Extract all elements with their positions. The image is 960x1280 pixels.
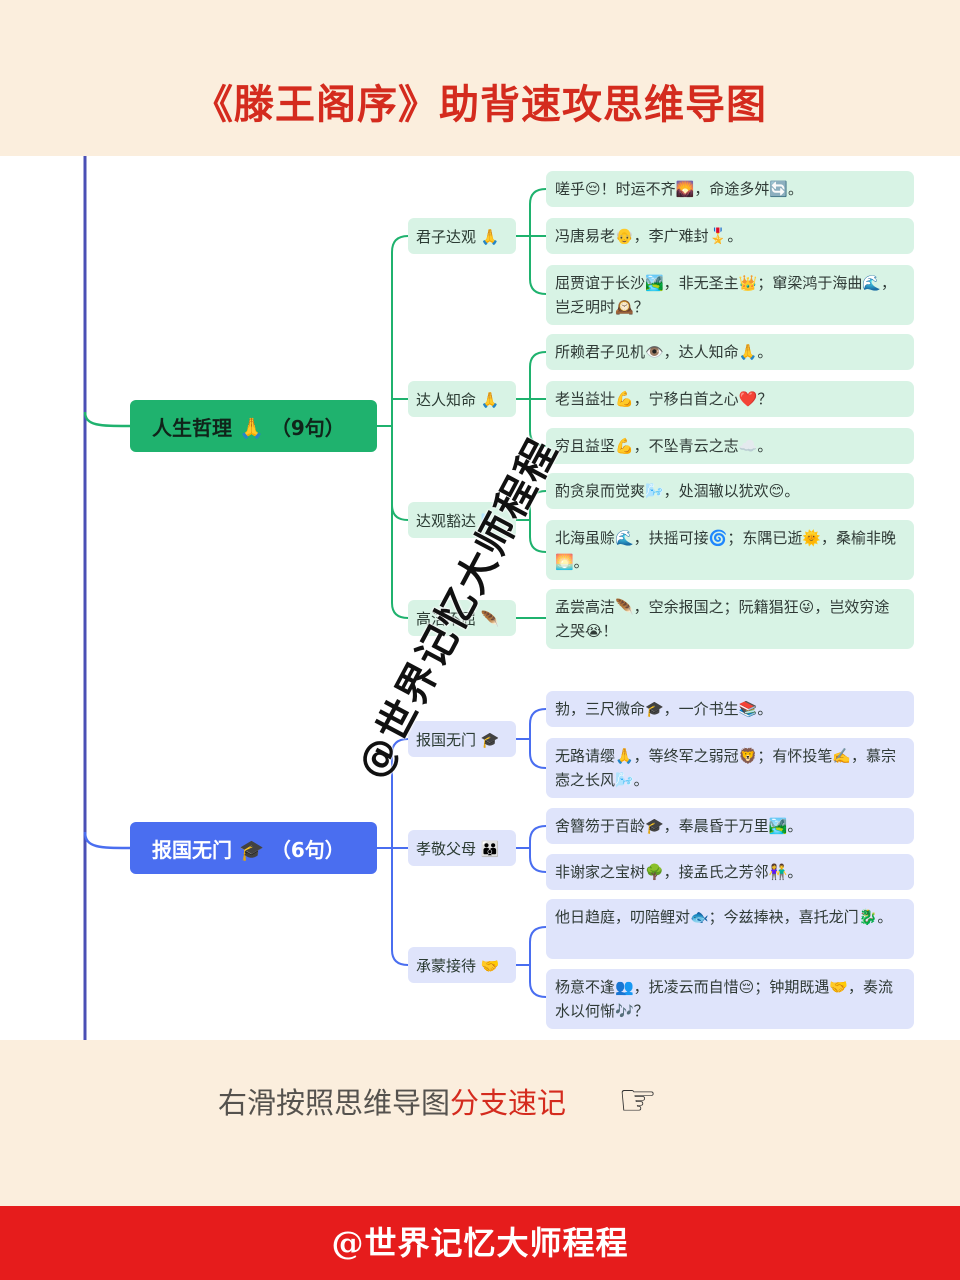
branch-life-philosophy[interactable]: 人生哲理 🙏 （9句） <box>130 400 377 452</box>
leaf-item[interactable]: 老当益壮💪，宁移白首之心❤️？ <box>546 381 914 417</box>
pointing-hand-icon: ☞ <box>618 1075 658 1126</box>
leaf-item[interactable]: 勃，三尺微命🎓，一介书生📚。 <box>546 691 914 727</box>
leaf-item[interactable]: 孟尝高洁🪶，空余报国之；阮籍猖狂😜，岂效穷途之哭😭！ <box>546 589 914 649</box>
mind-map-canvas: 人生哲理 🙏 （9句） 报国无门 🎓 （6句） 君子达观 🙏 达人知命 🙏 达观… <box>0 156 960 1040</box>
branch-no-way-to-serve[interactable]: 报国无门 🎓 （6句） <box>130 822 377 874</box>
leaf-item[interactable]: 他日趋庭，叨陪鲤对🐟；今兹捧袂，喜托龙门🐉。 <box>546 899 914 959</box>
leaf-item[interactable]: 北海虽赊🌊，扶摇可接🌀；东隅已逝🌞，桑榆非晚🌅。 <box>546 520 914 580</box>
leaf-item[interactable]: 穷且益坚💪，不坠青云之志☁️。 <box>546 428 914 464</box>
leaf-item[interactable]: 酌贪泉而觉爽🌬️，处涸辙以犹欢😊。 <box>546 473 914 509</box>
sub-node-baoguo-wumen[interactable]: 报国无门 🎓 <box>408 721 516 757</box>
sub-node-chengmeng-jiedai[interactable]: 承蒙接待 🤝 <box>408 947 516 983</box>
sub-node-gaojie-buqu[interactable]: 高洁不屈 🪶 <box>408 600 516 636</box>
sub-node-daren-zhiming[interactable]: 达人知命 🙏 <box>408 381 516 417</box>
leaf-item[interactable]: 嗟乎😔！时运不齐🌄，命途多舛🔄。 <box>546 171 914 207</box>
footer-banner: @世界记忆大师程程 <box>0 1206 960 1280</box>
sub-node-junzi-daguan[interactable]: 君子达观 🙏 <box>408 218 516 254</box>
header: 《滕王阁序》助背速攻思维导图 <box>0 0 960 156</box>
leaf-item[interactable]: 冯唐易老👴，李广难封🎖️。 <box>546 218 914 254</box>
sub-node-daguan-huoda[interactable]: 达观豁达 🌬️ <box>408 502 516 538</box>
leaf-item[interactable]: 杨意不逢👥，抚凌云而自惜😔；钟期既遇🤝，奏流水以何惭🎶？ <box>546 969 914 1029</box>
hint-text: 右滑按照思维导图 <box>218 1086 451 1120</box>
leaf-item[interactable]: 舍簪笏于百龄🎓，奉晨昏于万里🏞️。 <box>546 808 914 844</box>
leaf-item[interactable]: 所赖君子见机👁️，达人知命🙏。 <box>546 334 914 370</box>
leaf-item[interactable]: 非谢家之宝树🌳，接孟氏之芳邻👫。 <box>546 854 914 890</box>
hint-highlight: 分支速记 <box>450 1086 567 1120</box>
swipe-hint: 右滑按照思维导图分支速记 <box>218 1080 566 1122</box>
connector-lines <box>83 156 547 1040</box>
sub-node-xiaojing-fumu[interactable]: 孝敬父母 👪 <box>408 830 516 866</box>
leaf-item[interactable]: 无路请缨🙏，等终军之弱冠🦁；有怀投笔✍️，慕宗悫之长风🌬️。 <box>546 738 914 798</box>
page-title: 《滕王阁序》助背速攻思维导图 <box>193 81 767 128</box>
leaf-item[interactable]: 屈贾谊于长沙🏞️，非无圣主👑；窜梁鸿于海曲🌊，岂乏明时🕰️？ <box>546 265 914 325</box>
